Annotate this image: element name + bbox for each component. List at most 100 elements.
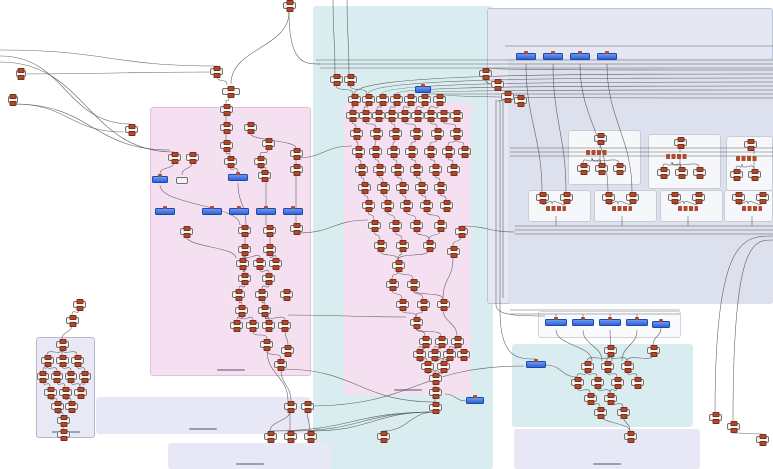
slider-node[interactable] [626,319,648,326]
component-node[interactable] [431,130,444,137]
component-node[interactable] [65,373,77,380]
component-node[interactable] [668,194,681,201]
component-node[interactable] [560,194,573,201]
component-node[interactable] [420,202,433,209]
component-node[interactable] [391,166,404,173]
component-node[interactable] [601,363,614,370]
slider-node[interactable] [526,361,546,368]
group-strip-2[interactable] [168,443,332,469]
component-node[interactable] [744,141,757,148]
component-node[interactable] [410,130,423,137]
component-node[interactable] [501,93,514,100]
component-node[interactable] [457,351,470,358]
component-node[interactable] [594,409,607,416]
component-node[interactable] [418,96,431,103]
component-node[interactable] [443,351,456,358]
slider-node[interactable] [155,208,175,215]
component-node[interactable] [376,96,389,103]
component-node[interactable] [450,130,463,137]
component-node[interactable] [346,112,359,119]
component-node[interactable] [355,166,368,173]
component-node[interactable] [626,194,639,201]
component-node[interactable] [390,96,403,103]
component-node[interactable] [263,227,276,234]
component-node[interactable] [434,222,447,229]
component-node[interactable] [373,166,386,173]
component-node[interactable] [368,222,381,229]
component-node[interactable] [269,260,282,267]
component-node[interactable] [235,307,248,314]
component-node[interactable] [330,76,343,83]
component-node[interactable] [44,389,57,396]
slider-node[interactable] [570,53,590,60]
component-node[interactable] [236,260,249,267]
component-node[interactable] [389,222,402,229]
component-node[interactable] [398,112,411,119]
component-node[interactable] [220,124,233,131]
component-node[interactable] [437,112,450,119]
component-node[interactable] [413,351,426,358]
component-node[interactable] [73,301,86,308]
component-node[interactable] [186,154,199,161]
component-node[interactable] [370,130,383,137]
component-node[interactable] [621,363,634,370]
component-node[interactable] [385,112,398,119]
component-node[interactable] [411,112,424,119]
component-node[interactable] [404,96,417,103]
component-node[interactable] [595,165,608,172]
component-node[interactable] [125,126,138,133]
component-node[interactable] [584,395,597,402]
component-node[interactable] [238,275,251,282]
component-node[interactable] [410,222,423,229]
component-node[interactable] [442,148,455,155]
component-node[interactable] [16,70,26,77]
component-node[interactable] [571,379,584,386]
slider-node[interactable] [545,319,567,326]
component-node[interactable] [479,70,492,77]
component-node[interactable] [423,242,436,249]
slider-node[interactable] [597,53,617,60]
component-node[interactable] [692,194,705,201]
slider-node[interactable] [572,319,594,326]
component-node[interactable] [255,291,268,298]
component-node[interactable] [51,403,64,410]
component-node[interactable] [434,184,447,191]
component-node[interactable] [238,227,251,234]
component-node[interactable] [387,148,400,155]
component-node[interactable] [396,184,409,191]
slider-node[interactable] [229,208,249,215]
component-node[interactable] [41,357,54,364]
slider-node[interactable] [415,86,431,93]
component-node[interactable] [611,379,624,386]
component-node[interactable] [258,307,271,314]
component-node[interactable] [254,158,267,165]
component-node[interactable] [429,166,442,173]
component-node[interactable] [514,97,527,104]
component-node[interactable] [602,194,615,201]
group-bottom-right-lavender[interactable] [514,429,700,469]
component-node[interactable] [210,68,223,75]
slider-node[interactable] [152,176,168,183]
component-node[interactable] [222,88,240,95]
slider-node[interactable] [202,208,222,215]
component-node[interactable] [594,135,607,142]
port-cluster[interactable] [678,206,698,211]
component-node[interactable] [359,112,372,119]
component-node[interactable] [386,281,399,288]
component-node[interactable] [377,184,390,191]
component-node[interactable] [675,169,688,176]
component-node[interactable] [37,373,49,380]
component-node[interactable] [290,150,303,157]
component-node[interactable] [230,322,243,329]
component-node[interactable] [377,433,390,440]
component-node[interactable] [727,423,740,430]
port-cluster[interactable] [742,206,762,211]
component-node[interactable] [369,148,382,155]
component-node[interactable] [278,322,291,329]
component-node[interactable] [624,433,637,440]
component-node[interactable] [428,351,441,358]
component-node[interactable] [437,301,450,308]
component-node[interactable] [674,139,687,146]
slider-node[interactable] [516,53,536,60]
